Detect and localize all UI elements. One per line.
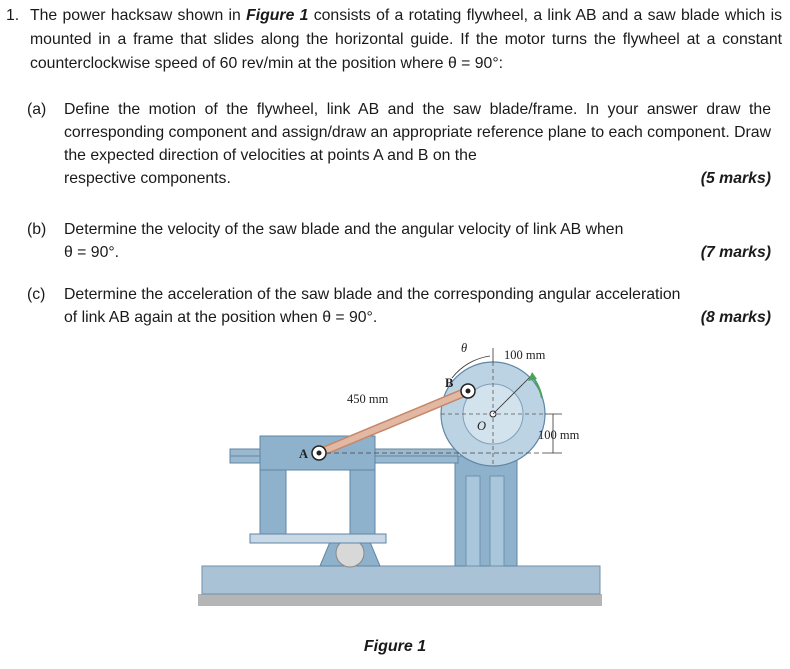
part-c-text: Determine the acceleration of the saw bl…: [64, 286, 681, 303]
label-theta: θ: [461, 341, 467, 355]
pin-a-dot: [316, 450, 322, 456]
saw-frame-left-leg: [259, 469, 287, 539]
part-c-marks: (8 marks): [700, 309, 771, 326]
label-link-length: 450 mm: [347, 392, 389, 406]
part-c: (c) Determine the acceleration of the sa…: [27, 283, 771, 329]
theta-arc: [451, 355, 491, 379]
hacksaw-figure: 450 mm 100 mm 100 mm A B O θ: [190, 336, 610, 626]
hacksaw-diagram: 450 mm 100 mm 100 mm A B O θ: [198, 341, 602, 606]
label-height: 100 mm: [538, 428, 580, 442]
question-1: 1. The power hacksaw shown in Figure 1 c…: [6, 4, 782, 76]
saw-blade: [249, 533, 387, 544]
part-b: (b) Determine the velocity of the saw bl…: [27, 218, 771, 264]
motor-pedestal: [454, 455, 518, 567]
figure-reference: Figure 1: [246, 7, 309, 24]
label-o: O: [477, 419, 486, 433]
question-intro: The power hacksaw shown in Figure 1 cons…: [30, 7, 782, 72]
label-a: A: [299, 447, 308, 461]
radius-dimension: [492, 376, 531, 415]
ground: [198, 594, 602, 606]
part-b-marks: (7 marks): [700, 244, 771, 261]
part-a-marks: (5 marks): [700, 170, 771, 187]
part-a-text: Define the motion of the flywheel, link …: [64, 101, 771, 164]
part-a-last-line: respective components.: [64, 170, 231, 187]
label-b: B: [445, 376, 453, 390]
pedestal-rib: [465, 475, 481, 567]
question-number: 1.: [6, 7, 20, 24]
base-plate: [201, 565, 601, 595]
pedestal-rib: [489, 475, 505, 567]
part-a: (a) Define the motion of the flywheel, l…: [27, 98, 771, 190]
part-b-text: Determine the velocity of the saw blade …: [64, 221, 624, 238]
part-label: (c): [27, 286, 46, 303]
figure-caption: Figure 1: [363, 638, 427, 655]
part-label: (a): [27, 101, 47, 118]
link-ab-face: [316, 388, 471, 456]
rotation-arrow-head: [528, 372, 537, 381]
saw-frame-right-leg: [349, 469, 376, 539]
part-c-last-line: of link AB again at the position when θ …: [64, 309, 378, 326]
pin-b-dot: [465, 388, 471, 394]
part-b-last-line: θ = 90°.: [64, 244, 120, 261]
label-radius: 100 mm: [504, 348, 546, 362]
part-label: (b): [27, 221, 47, 238]
